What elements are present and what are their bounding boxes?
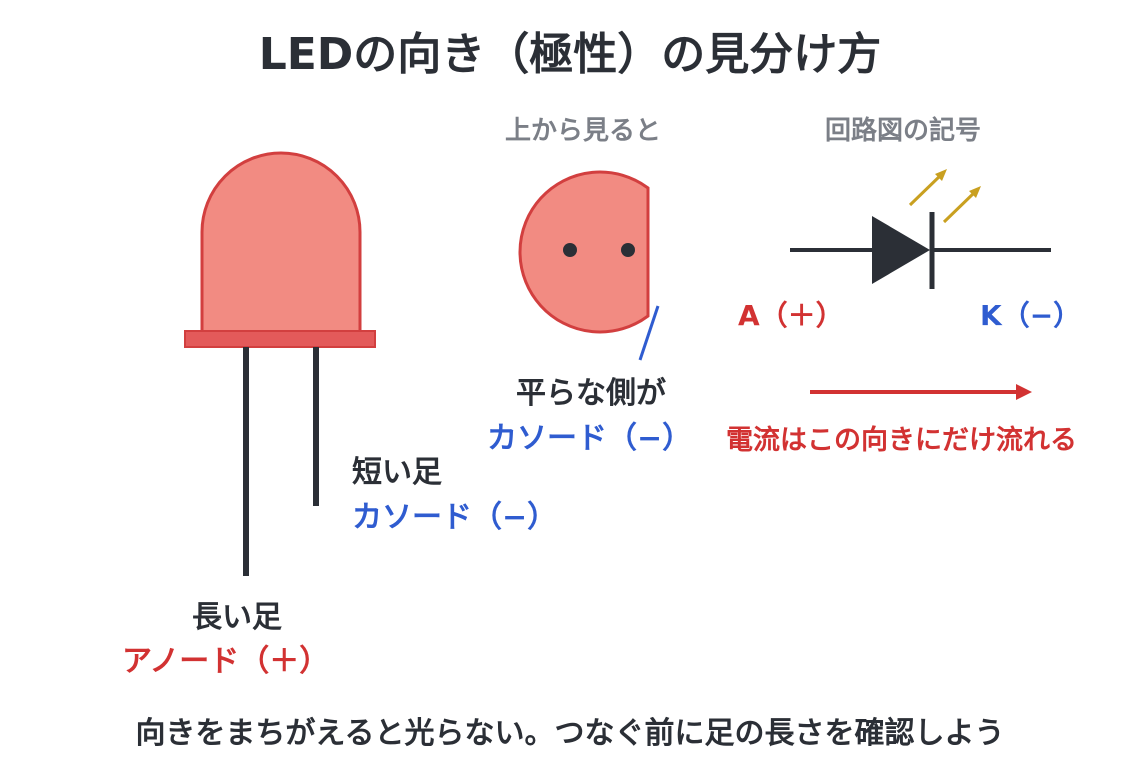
- flat-side-label: 平らな側が: [516, 376, 666, 411]
- led-top-view: [518, 170, 660, 361]
- flat-side-polarity: カソード（−）: [487, 421, 693, 456]
- short-leg-label: 短い足: [352, 455, 442, 490]
- light-arrow-head-1: [935, 169, 947, 181]
- short-leg-polarity: カソード（−）: [352, 500, 558, 535]
- cathode-symbol-label: K（−）: [980, 299, 1082, 332]
- led-top-lead-dot: [621, 243, 635, 257]
- led-flange: [184, 330, 376, 348]
- footer-note: 向きをまちがえると光らない。つなぐ前に足の長さを確認しよう: [135, 716, 1005, 751]
- diode-triangle: [872, 216, 930, 284]
- led-top-body: [518, 170, 650, 334]
- current-direction-arrow: [810, 384, 1032, 400]
- anode-symbol-label: A（＋）: [738, 299, 844, 332]
- led-dome: [200, 151, 362, 334]
- light-arrow-2: [942, 189, 978, 224]
- led-top-lead-dot: [563, 243, 577, 257]
- light-arrow-1: [908, 172, 944, 207]
- page-title: LEDの向き（極性）の見分け方: [258, 29, 882, 80]
- long-leg-label: 長い足: [192, 600, 282, 635]
- top-view-heading: 上から見ると: [505, 116, 662, 146]
- led-side-view: [184, 151, 376, 576]
- flat-side-pointer: [638, 305, 660, 361]
- long-leg-polarity: アノード（＋）: [122, 644, 330, 679]
- light-arrow-head-2: [969, 186, 981, 198]
- circuit-symbol-heading: 回路図の記号: [825, 116, 982, 146]
- led-circuit-symbol: [790, 169, 1051, 289]
- current-direction-note: 電流はこの向きにだけ流れる: [726, 425, 1077, 456]
